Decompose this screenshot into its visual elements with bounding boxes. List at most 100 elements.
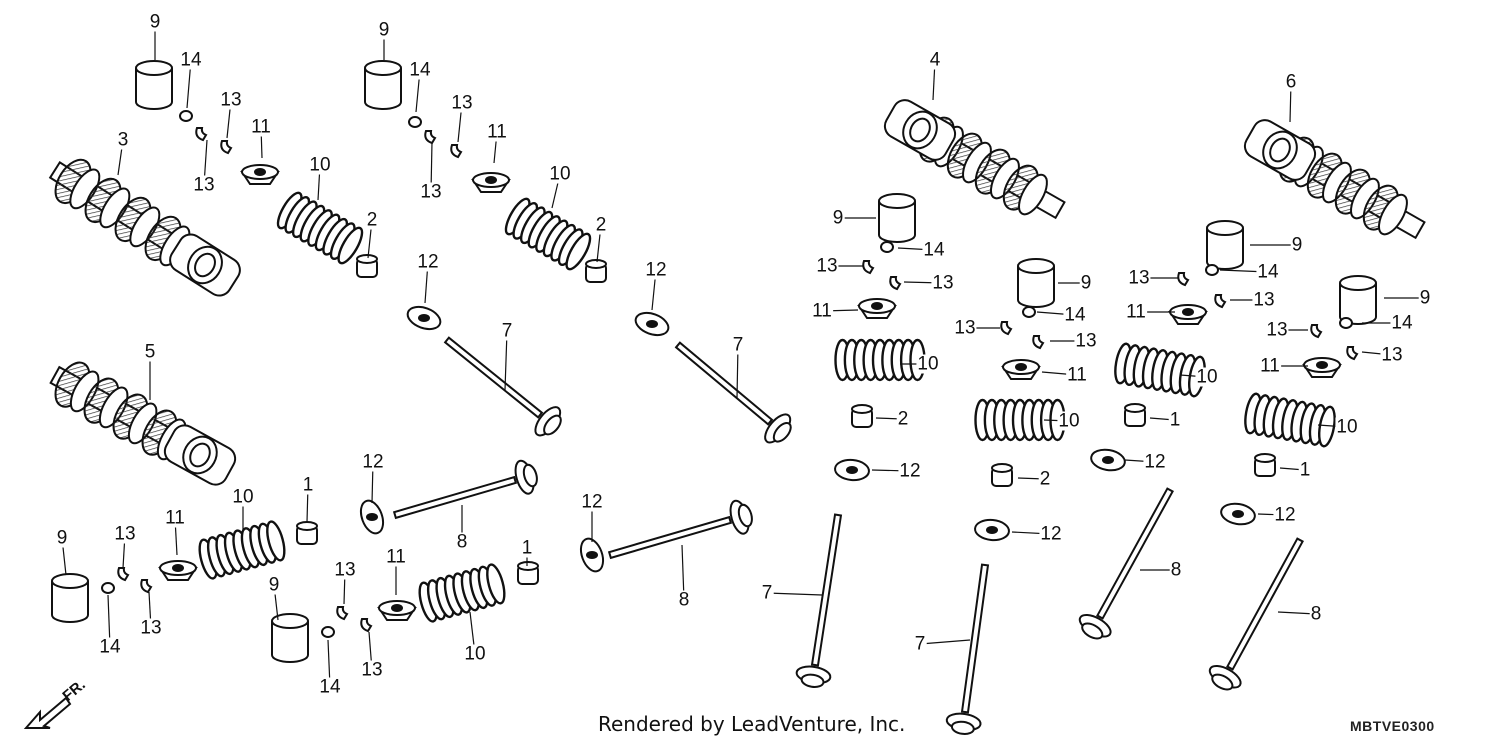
spring-seat-part bbox=[834, 458, 870, 482]
shim-part bbox=[1205, 264, 1219, 276]
spring-retainer-part bbox=[1302, 357, 1342, 378]
front-arrow-icon bbox=[23, 696, 72, 729]
callout-label-9: 9 bbox=[55, 527, 69, 549]
callout-label-10: 10 bbox=[308, 154, 332, 176]
callout-label-5: 5 bbox=[143, 341, 157, 363]
callout-label-12: 12 bbox=[361, 451, 385, 473]
credit-text: Rendered by LeadVenture, Inc. bbox=[598, 712, 906, 736]
callout-label-10: 10 bbox=[1057, 410, 1081, 432]
callout-label-13: 13 bbox=[419, 181, 443, 203]
callout-label-14: 14 bbox=[98, 636, 122, 658]
callout-label-13: 13 bbox=[219, 89, 243, 111]
stem-seal-part bbox=[296, 521, 318, 545]
callout-label-10: 10 bbox=[1195, 366, 1219, 388]
callout-label-1: 1 bbox=[1298, 459, 1312, 481]
callout-label-9: 9 bbox=[267, 574, 281, 596]
camshaft-part bbox=[48, 158, 241, 297]
callout-label-14: 14 bbox=[318, 676, 342, 698]
valve-cotter-part bbox=[1177, 272, 1190, 287]
spring-retainer-part bbox=[158, 560, 198, 581]
callout-label-14: 14 bbox=[1390, 312, 1414, 334]
spring-retainer-part bbox=[1001, 359, 1041, 380]
callout-label-13: 13 bbox=[931, 272, 955, 294]
spring-seat-part bbox=[579, 537, 605, 573]
callout-label-7: 7 bbox=[731, 334, 745, 356]
valve-part bbox=[392, 459, 538, 520]
callout-label-4: 4 bbox=[928, 49, 942, 71]
callout-label-13: 13 bbox=[113, 523, 137, 545]
valve-cotter-part bbox=[360, 618, 373, 633]
callout-label-13: 13 bbox=[360, 659, 384, 681]
stem-seal-part bbox=[1254, 453, 1276, 477]
callout-label-12: 12 bbox=[416, 251, 440, 273]
valve-cotter-part bbox=[220, 140, 233, 155]
callout-label-8: 8 bbox=[1169, 559, 1183, 581]
valve-spring-part bbox=[504, 197, 592, 271]
callout-label-13: 13 bbox=[1127, 267, 1151, 289]
callout-label-12: 12 bbox=[1039, 523, 1063, 545]
callout-label-14: 14 bbox=[408, 59, 432, 81]
callout-label-1: 1 bbox=[301, 474, 315, 496]
spring-retainer-part bbox=[240, 164, 280, 185]
callout-label-7: 7 bbox=[500, 320, 514, 342]
leader-line bbox=[919, 639, 971, 645]
valve-cotter-part bbox=[1214, 294, 1227, 309]
callout-label-8: 8 bbox=[455, 531, 469, 553]
valve-cotter-part bbox=[862, 260, 875, 275]
valve-part bbox=[1078, 487, 1174, 640]
callout-label-10: 10 bbox=[231, 486, 255, 508]
valve-part bbox=[945, 563, 990, 735]
valve-spring-part bbox=[418, 563, 506, 623]
shim-part bbox=[880, 241, 894, 253]
callout-label-9: 9 bbox=[148, 11, 162, 33]
valve-lifter-part bbox=[135, 60, 173, 110]
valve-lifter-part bbox=[271, 613, 309, 663]
callout-label-13: 13 bbox=[815, 255, 839, 277]
callout-label-9: 9 bbox=[1290, 234, 1304, 256]
callout-label-13: 13 bbox=[1380, 344, 1404, 366]
valve-lifter-part bbox=[878, 193, 916, 243]
callout-label-9: 9 bbox=[831, 207, 845, 229]
callout-label-13: 13 bbox=[1074, 330, 1098, 352]
callout-label-14: 14 bbox=[1063, 304, 1087, 326]
spring-retainer-part bbox=[1168, 304, 1208, 325]
callout-label-10: 10 bbox=[548, 163, 572, 185]
shim-part bbox=[1339, 317, 1353, 329]
valve-lifter-part bbox=[1206, 220, 1244, 270]
callout-label-13: 13 bbox=[333, 559, 357, 581]
spring-retainer-part bbox=[471, 172, 511, 193]
valve-cotter-part bbox=[140, 579, 153, 594]
callout-label-11: 11 bbox=[486, 121, 508, 143]
callout-label-6: 6 bbox=[1284, 71, 1298, 93]
valve-lifter-part bbox=[1339, 275, 1377, 325]
camshaft-part bbox=[883, 99, 1066, 220]
leader-line bbox=[1277, 611, 1317, 615]
valve-cotter-part bbox=[450, 144, 463, 159]
valve-lifter-part bbox=[364, 60, 402, 110]
valve-spring-part bbox=[1114, 342, 1206, 398]
callout-label-13: 13 bbox=[192, 174, 216, 196]
callout-label-12: 12 bbox=[644, 259, 668, 281]
valve-cotter-part bbox=[195, 127, 208, 142]
callout-label-8: 8 bbox=[677, 589, 691, 611]
callout-label-11: 11 bbox=[1066, 364, 1088, 386]
stem-seal-part bbox=[1124, 403, 1146, 427]
callout-label-13: 13 bbox=[1265, 319, 1289, 341]
callout-label-1: 1 bbox=[1168, 409, 1182, 431]
valve-cotter-part bbox=[889, 276, 902, 291]
callout-label-13: 13 bbox=[953, 317, 977, 339]
valve-lifter-part bbox=[1017, 258, 1055, 308]
callout-label-1: 1 bbox=[520, 537, 534, 559]
spring-seat-part bbox=[1220, 502, 1256, 526]
stem-seal-part bbox=[585, 259, 607, 283]
leader-line bbox=[766, 592, 823, 596]
spring-seat-part bbox=[974, 518, 1010, 542]
valve-part bbox=[443, 336, 562, 437]
callout-label-13: 13 bbox=[139, 617, 163, 639]
callout-label-2: 2 bbox=[1038, 468, 1052, 490]
valve-cotter-part bbox=[1346, 346, 1359, 361]
callout-label-11: 11 bbox=[164, 507, 186, 529]
camshaft-part bbox=[49, 361, 237, 486]
